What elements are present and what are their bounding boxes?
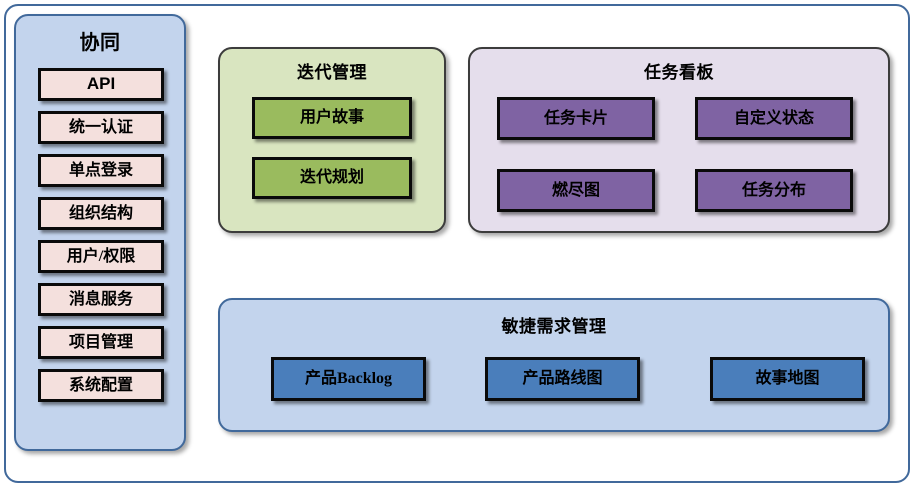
collaboration-item-list: API 统一认证 单点登录 组织结构 用户/权限 消息服务 项目管理 系统配置 bbox=[38, 68, 164, 412]
agile-item-story-map[interactable]: 故事地图 bbox=[710, 357, 865, 401]
taskboard-item-task-card[interactable]: 任务卡片 bbox=[497, 97, 655, 140]
panel-agile-requirement-management-title: 敏捷需求管理 bbox=[501, 317, 607, 336]
sidebar-item-project-management[interactable]: 项目管理 bbox=[38, 326, 164, 359]
sidebar-item-message-service[interactable]: 消息服务 bbox=[38, 283, 164, 316]
taskboard-item-burndown-chart[interactable]: 燃尽图 bbox=[497, 169, 655, 212]
panel-agile-requirement-management[interactable]: 敏捷需求管理 产品Backlog 产品路线图 故事地图 bbox=[218, 298, 890, 432]
sidebar-item-org-structure[interactable]: 组织结构 bbox=[38, 197, 164, 230]
sidebar-item-user-permission[interactable]: 用户/权限 bbox=[38, 240, 164, 273]
panel-task-board-title: 任务看板 bbox=[644, 63, 714, 82]
taskboard-item-task-distribution[interactable]: 任务分布 bbox=[695, 169, 853, 212]
sidebar-item-unified-auth[interactable]: 统一认证 bbox=[38, 111, 164, 144]
panel-iteration-management[interactable]: 迭代管理 用户故事 迭代规划 bbox=[218, 47, 446, 233]
sidebar-item-api[interactable]: API bbox=[38, 68, 164, 101]
agile-item-product-backlog[interactable]: 产品Backlog bbox=[271, 357, 426, 401]
panel-task-board[interactable]: 任务看板 任务卡片 自定义状态 燃尽图 任务分布 bbox=[468, 47, 890, 233]
sidebar-item-sso[interactable]: 单点登录 bbox=[38, 154, 164, 187]
panel-collaboration[interactable]: 协同 API 统一认证 单点登录 组织结构 用户/权限 消息服务 项目管理 系统… bbox=[14, 14, 186, 451]
sidebar-item-system-config[interactable]: 系统配置 bbox=[38, 369, 164, 402]
agile-item-product-roadmap[interactable]: 产品路线图 bbox=[485, 357, 640, 401]
panel-iteration-management-title: 迭代管理 bbox=[297, 63, 367, 82]
panel-collaboration-title: 协同 bbox=[79, 32, 121, 54]
taskboard-item-custom-status[interactable]: 自定义状态 bbox=[695, 97, 853, 140]
iteration-item-user-story[interactable]: 用户故事 bbox=[252, 97, 412, 139]
iteration-item-iteration-planning[interactable]: 迭代规划 bbox=[252, 157, 412, 199]
